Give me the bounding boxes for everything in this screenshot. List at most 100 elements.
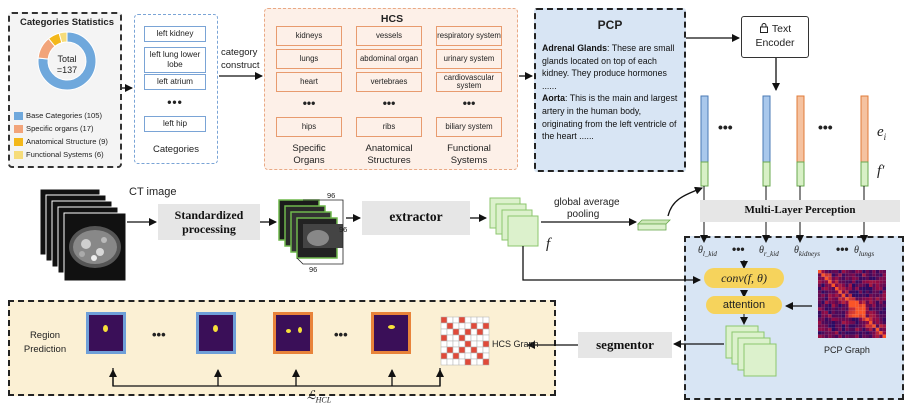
heatmap-cell — [841, 304, 846, 308]
heatmap-cell — [845, 300, 849, 304]
heatmap-cell — [879, 334, 883, 338]
heatmap-cell — [818, 314, 822, 318]
text-encoder: Text Encoder — [741, 16, 809, 58]
prediction-mask — [371, 312, 411, 354]
heatmap-cell — [838, 287, 842, 291]
grid-cell — [464, 316, 472, 324]
heatmap-cell — [882, 273, 886, 277]
heatmap-cell — [862, 297, 866, 301]
grid-cell — [476, 328, 484, 336]
heatmap-cell — [821, 331, 825, 335]
heatmap-cell — [828, 293, 832, 298]
heatmap-cell — [865, 314, 869, 318]
heatmap-cell — [875, 327, 880, 332]
heatmap-cell — [824, 283, 829, 287]
heatmap-cell — [828, 287, 832, 291]
heatmap-cell — [831, 331, 835, 335]
theta-ellipsis: ••• — [732, 242, 745, 256]
heatmap-cell — [875, 293, 880, 298]
heatmap-cell — [835, 297, 839, 301]
heatmap-cell — [869, 280, 873, 284]
heatmap-cell — [858, 321, 863, 325]
heatmap-cell — [865, 270, 869, 274]
box-label: Standardized — [174, 208, 244, 222]
heatmap-cell — [879, 314, 883, 318]
encoder-line: Text — [742, 22, 808, 36]
heatmap-cell — [872, 300, 876, 304]
embedding-vector — [860, 95, 869, 187]
vector-ellipsis: ••• — [718, 119, 733, 135]
heatmap-cell — [869, 283, 873, 287]
heatmap-cell — [882, 287, 886, 291]
mask-region — [388, 325, 395, 329]
pcp-graph-heatmap — [818, 270, 886, 338]
heatmap-cell — [869, 290, 873, 294]
heatmap-cell — [858, 297, 863, 301]
heatmap-cell — [821, 280, 825, 284]
grid-cell — [446, 322, 454, 330]
heatmap-cell — [869, 297, 873, 301]
hcs-title: HCS — [380, 13, 404, 25]
pcp-term: Adrenal Glands — [542, 43, 608, 53]
heatmap-cell — [824, 324, 829, 328]
heatmap-cell — [835, 293, 839, 298]
category-item: left atrium — [144, 74, 206, 90]
grid-cell — [440, 328, 448, 336]
theta-label: θlungs — [854, 245, 874, 258]
heatmap-cell — [824, 276, 829, 281]
grid-cell — [446, 334, 454, 342]
donut-slice — [58, 31, 68, 44]
heatmap-cell — [828, 273, 832, 277]
heatmap-cell — [835, 276, 839, 281]
heatmap-cell — [872, 331, 876, 335]
heatmap-cell — [852, 307, 856, 311]
heatmap-cell — [862, 331, 866, 335]
heatmap-cell — [818, 293, 822, 298]
grid-cell — [458, 340, 466, 348]
hcs-caption: Functional — [447, 143, 491, 154]
heatmap-cell — [841, 273, 846, 277]
heatmap-cell — [852, 273, 856, 277]
grid-cell — [482, 358, 490, 366]
vector-ellipsis: ••• — [818, 119, 833, 135]
heatmap-cell — [818, 307, 822, 311]
attention-operation: attention — [706, 296, 782, 314]
heatmap-cell — [835, 321, 839, 325]
heatmap-cell — [862, 287, 866, 291]
heatmap-cell — [862, 270, 866, 274]
heatmap-cell — [858, 314, 863, 318]
heatmap-cell — [875, 283, 880, 287]
heatmap-cell — [818, 290, 822, 294]
heatmap-cell — [828, 304, 832, 308]
heatmap-cell — [865, 280, 869, 284]
heatmap-cell — [855, 283, 859, 287]
heatmap-cell — [845, 276, 849, 281]
pcp-definition: : This is the main and largest artery in… — [542, 93, 678, 142]
heatmap-cell — [824, 293, 829, 298]
heatmap-cell — [818, 273, 822, 277]
heatmap-cell — [875, 324, 880, 328]
heatmap-cell — [855, 307, 859, 311]
heatmap-cell — [855, 280, 859, 284]
heatmap-cell — [818, 300, 822, 304]
heatmap-cell — [858, 273, 863, 277]
heatmap-cell — [855, 324, 859, 328]
donut-chart — [37, 31, 97, 91]
heatmap-cell — [838, 280, 842, 284]
heatmap-cell — [855, 300, 859, 304]
heatmap-cell — [835, 270, 839, 274]
heatmap-cell — [865, 334, 869, 338]
heatmap-cell — [882, 293, 886, 298]
encoder-label: Encoder — [755, 37, 795, 49]
arrow — [667, 186, 703, 217]
heatmap-cell — [848, 331, 852, 335]
heatmap-cell — [824, 317, 829, 321]
heatmap-cell — [848, 300, 852, 304]
heatmap-cell — [818, 276, 822, 281]
legend-swatch — [14, 137, 23, 146]
heatmap-cell — [824, 280, 829, 284]
heatmap-cell — [845, 287, 849, 291]
heatmap-cell — [841, 331, 846, 335]
heatmap-cell — [828, 334, 832, 338]
heatmap-cell — [875, 307, 880, 311]
